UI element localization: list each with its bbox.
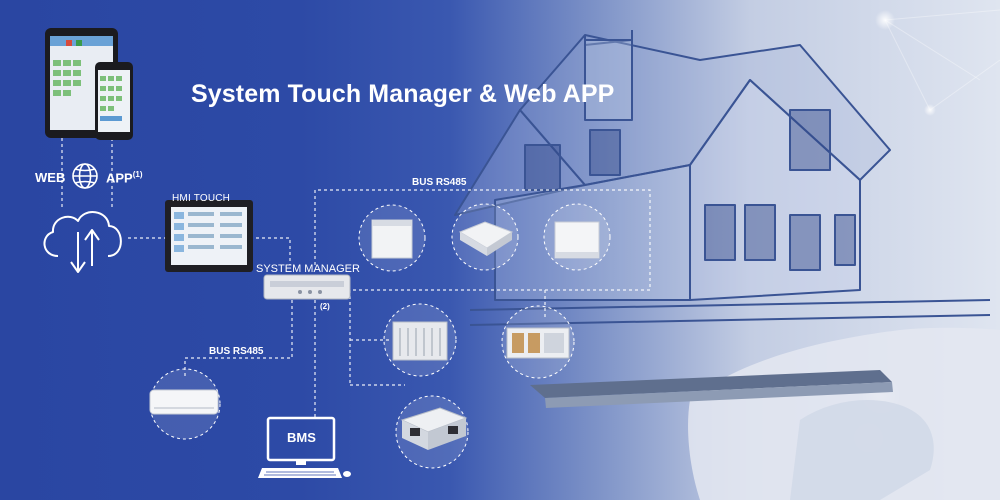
system-manager-unit bbox=[263, 274, 351, 300]
cloud-sync-icon bbox=[43, 211, 122, 273]
connector-lines bbox=[61, 138, 651, 418]
device-fan-coil-wall bbox=[543, 203, 611, 271]
hand-with-tablet bbox=[530, 327, 1000, 500]
globe-icon bbox=[72, 163, 98, 189]
keyboard-icon bbox=[258, 468, 342, 478]
label-bus-top: BUS RS485 bbox=[412, 177, 467, 188]
monitor-icon bbox=[266, 416, 336, 465]
network-lines bbox=[884, 9, 1000, 111]
label-bus-left: BUS RS485 bbox=[209, 346, 264, 357]
phone-device bbox=[95, 62, 133, 140]
device-fan-coil-floor bbox=[358, 204, 426, 272]
device-chiller bbox=[383, 303, 457, 377]
label-app: APP(1) bbox=[106, 170, 143, 185]
mouse-icon bbox=[343, 471, 351, 477]
device-recovery-unit bbox=[395, 395, 469, 469]
hmi-touch-panel bbox=[165, 200, 253, 272]
device-split-wall bbox=[149, 368, 221, 440]
label-system-manager: SYSTEM MANAGER bbox=[256, 263, 360, 275]
device-cassette bbox=[451, 203, 519, 271]
label-system-manager-note: (2) bbox=[320, 302, 330, 311]
glow-dot bbox=[924, 104, 936, 116]
house-sketch bbox=[454, 30, 991, 326]
label-app-text: APP bbox=[106, 170, 133, 186]
label-hmi-touch: HMI TOUCH bbox=[172, 193, 231, 204]
glow-dot bbox=[875, 10, 895, 30]
label-bms: BMS bbox=[287, 430, 316, 445]
label-web: WEB bbox=[35, 170, 66, 185]
page-title: System Touch Manager & Web APP bbox=[191, 80, 615, 108]
device-air-handler bbox=[501, 305, 575, 379]
label-app-note: (1) bbox=[132, 170, 143, 179]
